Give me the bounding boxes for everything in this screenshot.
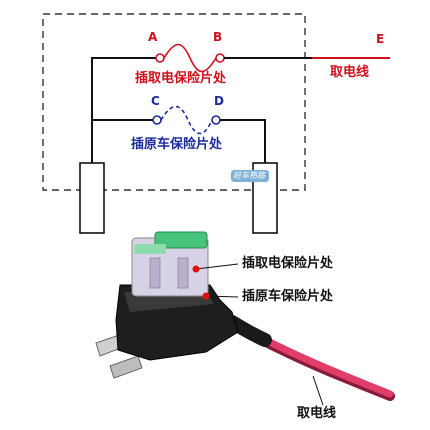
terminal-d (211, 115, 221, 125)
fuse-element-right (177, 257, 189, 289)
callout-dot-power (192, 265, 200, 273)
photo-power-fuse-callout: 插取电保险片处 (242, 256, 334, 271)
original-fuse-slot-label: 插原车保险片处 (131, 137, 223, 152)
power-fuse-slot-label: 插取电保险片处 (135, 71, 227, 86)
callout-line-original (205, 295, 239, 298)
terminal-a-label: A (148, 30, 158, 44)
housing-outline (42, 13, 306, 191)
left-wire-top (91, 57, 157, 163)
left-blade (79, 162, 105, 234)
red-wire (254, 332, 394, 398)
original-fuse-symbol (160, 105, 213, 135)
callout-line-output (312, 375, 324, 406)
watermark-badge (231, 170, 269, 182)
power-fuse-symbol (163, 43, 217, 73)
terminal-a (155, 53, 165, 63)
right-wire (220, 119, 266, 163)
terminal-e-label: E (376, 32, 385, 46)
body-highlight (124, 292, 214, 312)
metal-blade-lower (109, 355, 143, 379)
photo-power-output-callout: 取电线 (297, 406, 337, 421)
fuse-element-left (149, 257, 161, 289)
terminal-b-label: B (213, 30, 223, 44)
callout-dot-original (202, 292, 210, 300)
terminal-d-label: D (214, 94, 224, 108)
terminal-c-label: C (151, 94, 160, 108)
callout-line-power (195, 263, 239, 270)
fuse-green-cap (154, 231, 208, 249)
terminal-c (152, 115, 162, 125)
terminal-b (215, 53, 225, 63)
photo-original-fuse-callout: 插原车保险片处 (242, 289, 334, 304)
watermark: 轻车熟路 (233, 171, 265, 180)
fuse-green-top-left (134, 244, 166, 254)
power-output-label: 取电线 (330, 65, 370, 80)
